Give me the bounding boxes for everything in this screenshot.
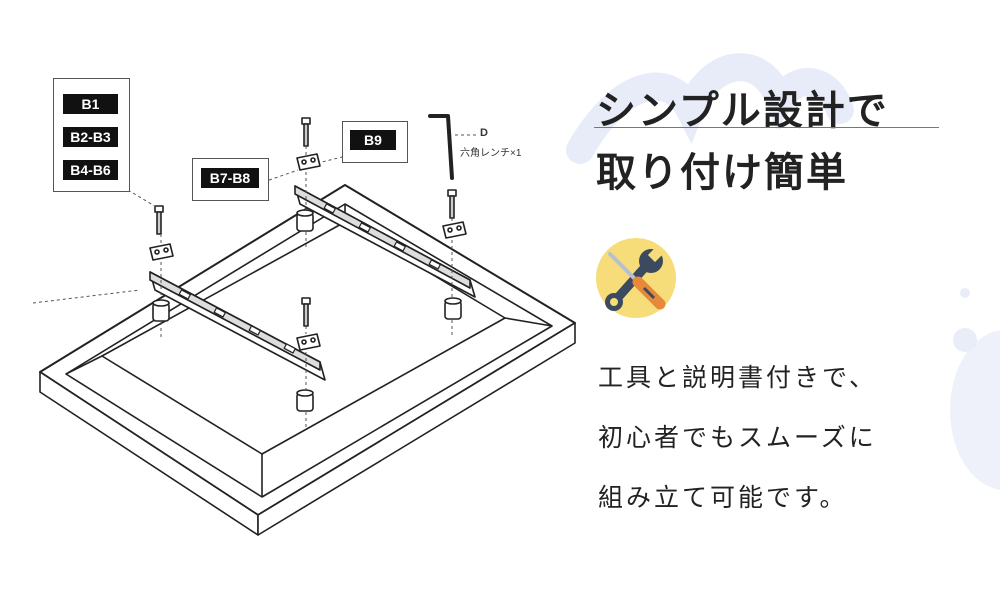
bolt-4 — [447, 189, 457, 219]
hex-wrench — [428, 114, 454, 180]
bolt-3 — [301, 297, 311, 327]
headline-divider — [594, 127, 939, 128]
bolt-2 — [301, 117, 311, 147]
plate-3 — [296, 333, 321, 351]
guide-lines — [32, 134, 478, 428]
right-mounting-bracket — [294, 185, 476, 298]
decorative-brush-stroke — [566, 53, 854, 164]
plate-1 — [149, 243, 174, 261]
description-line-1: 工具と説明書付きで、 — [598, 363, 878, 392]
spacer-right-bottom — [444, 297, 462, 320]
part-label-b1: B1 — [63, 94, 118, 114]
part-label-b9: B9 — [350, 130, 396, 150]
description-line-2: 初心者でもスムーズに — [598, 423, 877, 452]
left-mounting-bracket — [149, 271, 326, 381]
spacer-left-top — [152, 299, 170, 322]
spacer-left-bottom — [296, 389, 314, 412]
plate-4 — [442, 221, 467, 239]
bolt-1 — [154, 205, 164, 235]
spacer-right-top — [296, 209, 314, 232]
plate-2 — [296, 153, 321, 171]
description-line-3: 組み立て可能です。 — [598, 483, 848, 512]
part-label-b7-b8: B7-B8 — [201, 168, 259, 188]
wrench-part-letter: D — [480, 127, 488, 139]
part-label-b2-b3: B2-B3 — [63, 127, 118, 147]
decorative-dot — [960, 288, 970, 298]
decorative-circle-large — [950, 328, 1000, 490]
part-label-b4-b6: B4-B6 — [63, 160, 118, 180]
headline-line-2: 取り付け簡単 — [596, 149, 848, 196]
headline-line-1: シンプル設計で — [596, 87, 889, 134]
screwdriver-wrench-icon — [596, 238, 676, 318]
wrench-caption: 六角レンチ×1 — [460, 148, 522, 159]
